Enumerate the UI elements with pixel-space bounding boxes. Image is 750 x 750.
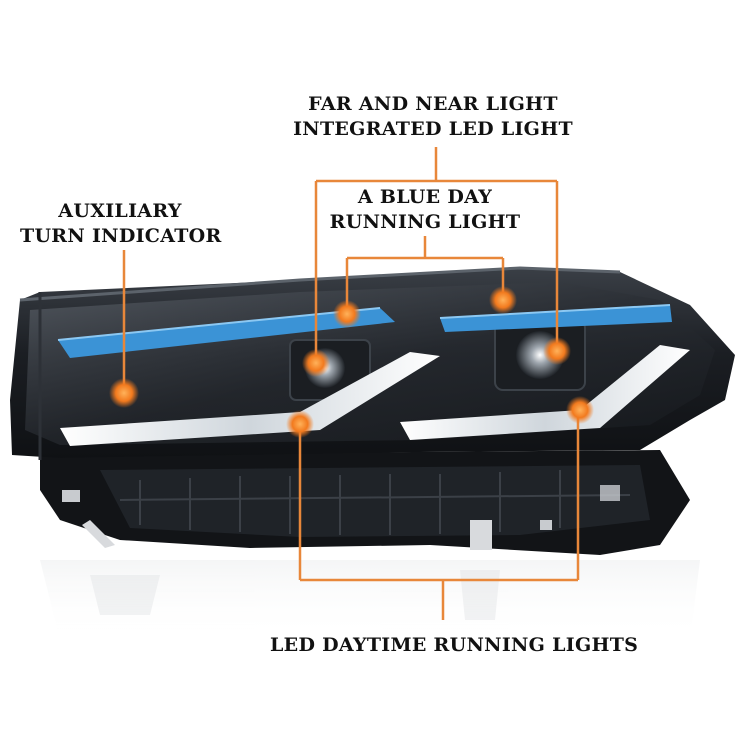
label-led-daytime-running-lights: LED DAYTIME RUNNING LIGHTS [270, 633, 639, 658]
label-blue-day-running-light: A BLUE DAY RUNNING LIGHT [300, 185, 550, 235]
callout-lines [122, 147, 580, 620]
label-far-near-line-1: FAR AND NEAR LIGHT [308, 93, 558, 115]
lower-housing-bracket [40, 450, 690, 555]
label-auxiliary-line-2: TURN INDICATOR [20, 225, 222, 247]
label-blue-day-line-2: RUNNING LIGHT [329, 211, 521, 233]
label-far-near-light: FAR AND NEAR LIGHT INTEGRATED LED LIGHT [268, 92, 598, 142]
floor-reflection [40, 560, 700, 640]
label-far-near-line-2: INTEGRATED LED LIGHT [293, 118, 573, 140]
label-led-daytime-line: LED DAYTIME RUNNING LIGHTS [270, 634, 639, 656]
led-daytime-strips [60, 345, 690, 446]
callout-dots [109, 286, 594, 438]
label-auxiliary-turn-indicator: AUXILIARY TURN INDICATOR [20, 199, 222, 249]
label-blue-day-line-1: A BLUE DAY [357, 186, 493, 208]
label-auxiliary-line-1: AUXILIARY [58, 200, 182, 222]
